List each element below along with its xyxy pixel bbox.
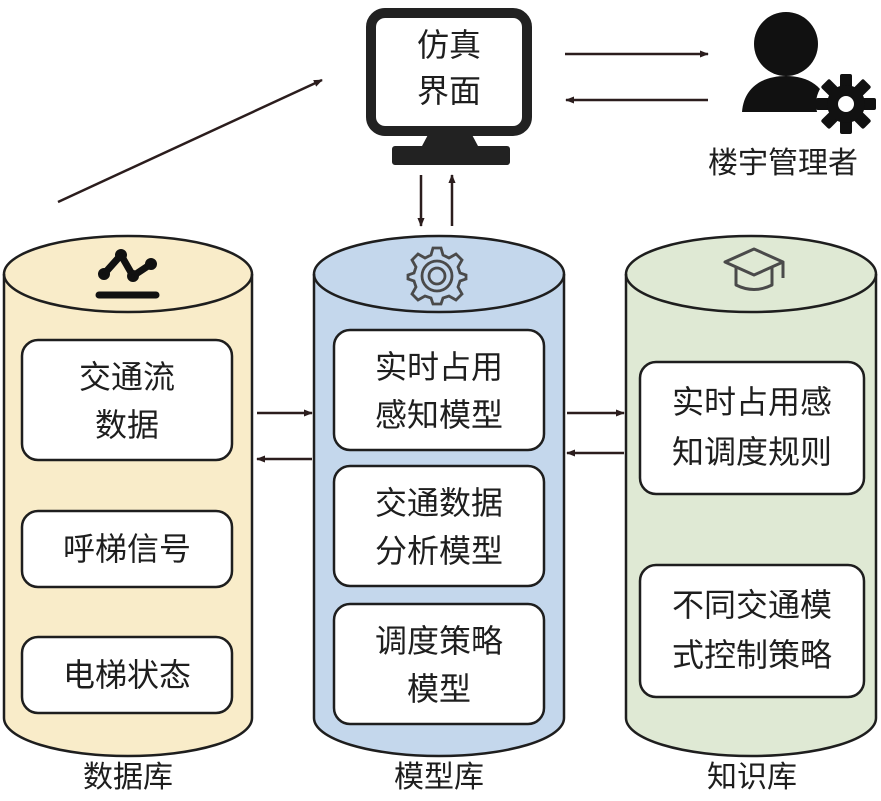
connector-arrows xyxy=(57,50,709,463)
svg-text:数据: 数据 xyxy=(95,406,159,444)
svg-text:分析模型: 分析模型 xyxy=(375,532,503,570)
model-cylinder-rim xyxy=(312,273,566,314)
user-body xyxy=(742,76,830,112)
model-item-occupancy: 实时占用 感知模型 xyxy=(332,328,546,452)
svg-text:调度策略: 调度策略 xyxy=(375,622,503,660)
line-chart-icon xyxy=(95,249,160,299)
model-item-traffic-analysis: 交通数据 分析模型 xyxy=(332,464,546,588)
arrow-data-to-interface xyxy=(57,78,323,204)
svg-text:感知模型: 感知模型 xyxy=(375,396,503,434)
svg-text:呼梯信号: 呼梯信号 xyxy=(63,530,191,568)
knowledge-base-cylinder: 实时占用感 知调度规则 不同交通模 式控制策略 知识库 xyxy=(624,234,878,795)
graduation-cap-icon xyxy=(723,247,785,291)
database-item-elevator-status: 电梯状态 xyxy=(20,635,234,715)
model-library-cylinder: 实时占用 感知模型 交通数据 分析模型 调度策略 模型 模型库 xyxy=(312,234,566,795)
svg-text:式控制策略: 式控制策略 xyxy=(672,636,832,674)
monitor-base xyxy=(392,146,510,165)
svg-text:实时占用: 实时占用 xyxy=(375,348,503,386)
model-library-label: 模型库 xyxy=(394,760,484,795)
building-manager: 楼宇管理者 xyxy=(708,12,876,181)
user-head xyxy=(754,12,818,76)
knowledge-base-label: 知识库 xyxy=(707,760,797,795)
model-item-dispatch-strategy: 调度策略 模型 xyxy=(332,602,546,726)
database-cylinder-rim xyxy=(2,273,254,314)
knowledge-item-traffic-mode-strategy: 不同交通模 式控制策略 xyxy=(638,563,866,699)
database-item-traffic-flow: 交通流 数据 xyxy=(20,338,234,462)
svg-text:交通数据: 交通数据 xyxy=(375,484,503,522)
simulation-interface-monitor: 仿真 界面 xyxy=(366,8,532,165)
monitor-stand xyxy=(422,131,478,146)
knowledge-cylinder-rim xyxy=(624,273,878,314)
screen-line-1: 仿真 xyxy=(417,26,481,64)
svg-text:交通流: 交通流 xyxy=(79,358,175,396)
database-label: 数据库 xyxy=(83,760,173,795)
svg-text:实时占用感: 实时占用感 xyxy=(672,383,832,421)
building-manager-label: 楼宇管理者 xyxy=(708,146,858,181)
svg-text:知调度规则: 知调度规则 xyxy=(672,433,832,471)
svg-text:不同交通模: 不同交通模 xyxy=(672,586,832,624)
svg-text:电梯状态: 电梯状态 xyxy=(63,656,191,694)
gear-icon xyxy=(816,74,876,134)
svg-text:模型: 模型 xyxy=(407,670,471,708)
gear-outline-icon xyxy=(406,246,468,306)
database-item-hall-call: 呼梯信号 xyxy=(20,509,234,589)
screen-line-2: 界面 xyxy=(417,72,481,110)
knowledge-item-occupancy-rules: 实时占用感 知调度规则 xyxy=(638,360,866,496)
user-gear-icon xyxy=(742,12,876,134)
database-cylinder: 交通流 数据 呼梯信号 电梯状态 数据库 xyxy=(2,234,254,795)
